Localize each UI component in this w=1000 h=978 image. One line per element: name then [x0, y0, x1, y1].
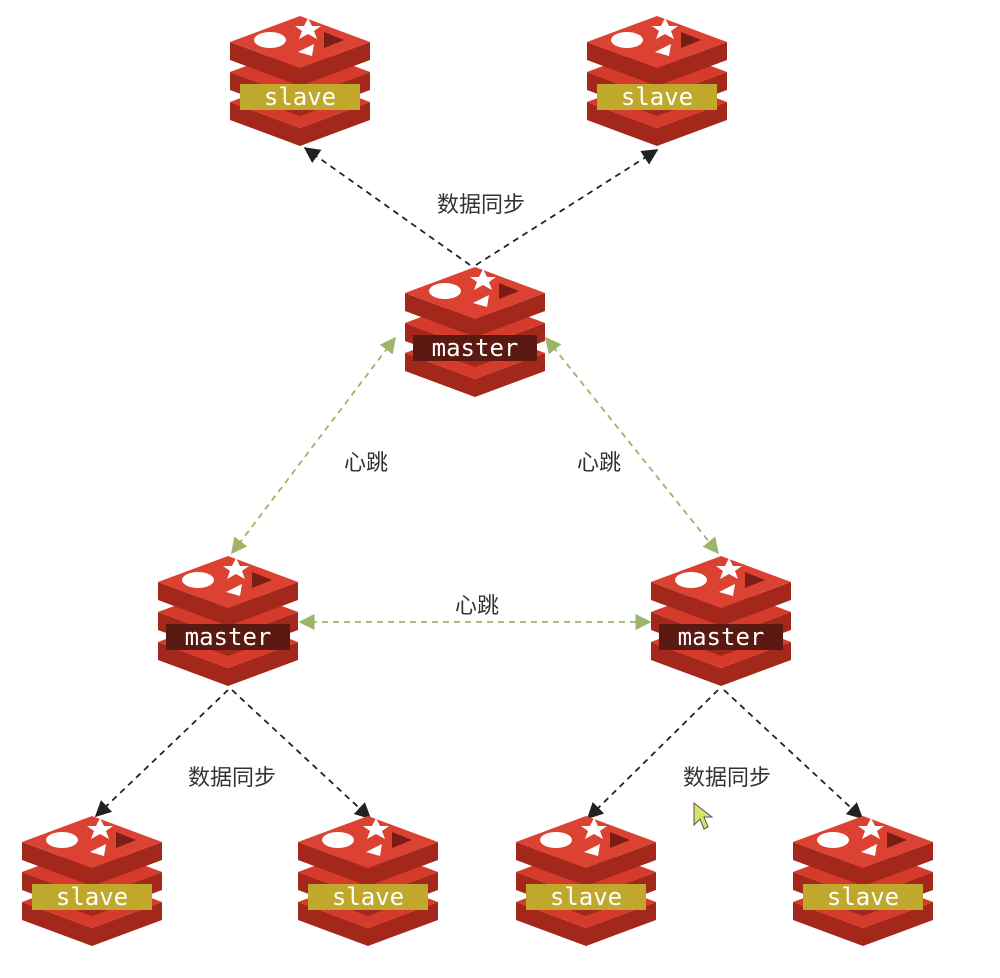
edges: [94, 147, 864, 820]
slave-tag: [240, 84, 360, 110]
slave-tag: [526, 884, 646, 910]
heartbeat-arrow-top-master-left-master: [231, 336, 396, 555]
sync-arrow-left-master-to-left-slave-1: [94, 689, 229, 818]
sync-arrow-left-master-to-left-slave-2: [231, 689, 372, 820]
sync-arrow-right-master-to-right-slave-1: [586, 689, 719, 820]
node-top-master: master: [405, 267, 545, 397]
master-tag: [659, 624, 783, 650]
node-left-master: master: [158, 556, 298, 686]
slave-label: slave: [621, 83, 693, 111]
node-top-slave-left: slave: [230, 16, 370, 146]
slave-label: slave: [264, 83, 336, 111]
node-right-slave-1: slave: [516, 816, 656, 946]
node-left-slave-1: slave: [22, 816, 162, 946]
slave-label: slave: [550, 883, 622, 911]
slave-tag: [308, 884, 428, 910]
slave-tag: [597, 84, 717, 110]
mouse-cursor-icon: [693, 801, 714, 830]
slave-label: slave: [56, 883, 128, 911]
sync-arrow-top-master-to-top-slave-right: [475, 149, 659, 266]
edge-labels: 数据同步 心跳 心跳 心跳 数据同步 数据同步: [188, 193, 771, 791]
slave-label: slave: [332, 883, 404, 911]
master-tag: [413, 335, 537, 361]
heartbeat-arrow-top-master-right-master: [544, 336, 720, 555]
master-label: master: [678, 623, 765, 651]
sync-label-right: 数据同步: [683, 766, 771, 791]
heartbeat-label-middle: 心跳: [455, 594, 499, 619]
node-right-master: master: [651, 556, 791, 686]
slave-tag: [803, 884, 923, 910]
heartbeat-label-right: 心跳: [577, 451, 621, 476]
slave-label: slave: [827, 883, 899, 911]
sync-arrow-top-master-to-top-slave-left: [303, 147, 471, 266]
sync-arrow-right-master-to-right-slave-2: [723, 689, 864, 820]
slave-tag: [32, 884, 152, 910]
sync-label-top: 数据同步: [437, 193, 525, 218]
node-right-slave-2: slave: [793, 816, 933, 946]
master-tag: [166, 624, 290, 650]
node-top-slave-right: slave: [587, 16, 727, 146]
master-label: master: [432, 334, 519, 362]
master-label: master: [185, 623, 272, 651]
sync-label-left: 数据同步: [188, 766, 276, 791]
heartbeat-label-left: 心跳: [344, 451, 388, 476]
node-left-slave-2: slave: [298, 816, 438, 946]
